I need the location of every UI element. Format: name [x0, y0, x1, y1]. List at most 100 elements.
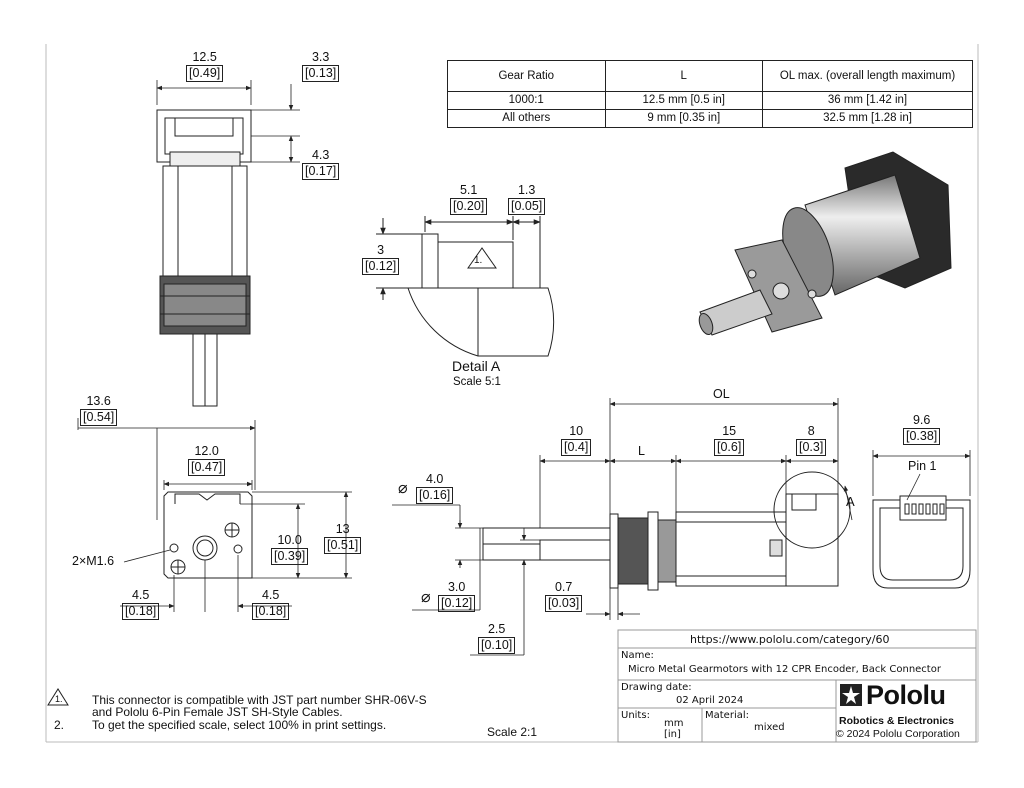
dim-value-in: [0.05]: [508, 198, 546, 215]
dim-value-in: [0.16]: [416, 487, 454, 504]
table-cell: 12.5 mm [0.5 in]: [604, 91, 763, 110]
title-name: Micro Metal Gearmotors with 12 CPR Encod…: [628, 664, 941, 675]
diameter-symbol: ⌀: [398, 480, 408, 497]
dim-value-in: [0.12]: [362, 258, 400, 275]
dim-value-mm: 13.6: [86, 394, 111, 408]
title-material: mixed: [754, 722, 785, 733]
table-header-cell: L: [604, 60, 763, 92]
dim-body-length: 15 [0.6]: [714, 424, 745, 456]
brand-copyright: © 2024 Pololu Corporation: [836, 728, 960, 740]
dim-value-in: [0.17]: [302, 163, 340, 180]
dim-value-in: [0.10]: [478, 637, 516, 654]
table-cell: 36 mm [1.42 in]: [762, 91, 973, 110]
dim-detail-height: 3 [0.12]: [362, 243, 400, 275]
dim-value-mm: 10.0: [277, 533, 302, 547]
title-units-label: Units:: [621, 710, 650, 721]
dim-shaft-diameter: 4.0 [0.16]: [416, 472, 454, 504]
dim-value-mm: 0.7: [554, 580, 573, 594]
dim-value-mm: 4.5: [131, 588, 150, 602]
dim-value-mm: 3: [377, 243, 385, 257]
title-block-frame: [617, 629, 977, 743]
table-row: 1000:1 12.5 mm [0.5 in] 36 mm [1.42 in]: [447, 91, 973, 110]
dim-value-in: [0.47]: [188, 459, 226, 476]
brand-tagline: Robotics & Electronics: [839, 715, 954, 727]
side-view-dims: [392, 398, 853, 656]
dim-value-mm: 3.0: [447, 580, 466, 594]
table-cell: 32.5 mm [1.28 in]: [762, 109, 973, 128]
note-1-symbol: [47, 688, 69, 706]
dim-value-in: [0.39]: [271, 548, 309, 565]
title-material-label: Material:: [705, 710, 749, 721]
dim-value-in: [0.6]: [714, 439, 745, 456]
detail-a-title: Detail A: [452, 358, 501, 374]
dim-back-width: 9.6 [0.38]: [903, 413, 941, 445]
table-cell: 9 mm [0.35 in]: [604, 109, 763, 128]
diameter-symbol: ⌀: [421, 589, 431, 606]
dim-detail-thickness: 1.3 [0.05]: [508, 183, 546, 215]
top-view-dims: [156, 80, 300, 163]
dim-front-right: 4.5 [0.18]: [252, 588, 290, 620]
front-view-drawing: [163, 491, 253, 579]
table-cell: 1000:1: [447, 91, 606, 110]
dim-value-mm: 4.3: [311, 148, 330, 162]
dim-value-in: [0.51]: [324, 537, 362, 554]
dim-top-connector: 4.3 [0.17]: [302, 148, 340, 180]
title-date: 02 April 2024: [676, 695, 744, 706]
dim-value-mm: 12.0: [194, 444, 219, 458]
brand-name: Pololu: [866, 680, 946, 710]
dim-value-in: [0.12]: [438, 595, 476, 612]
table-header-cell: Gear Ratio: [447, 60, 606, 92]
dim-value-in: [0.54]: [80, 409, 118, 426]
dim-value-in: [0.13]: [302, 65, 340, 82]
note-ref-marker: 1.: [474, 255, 483, 266]
detail-a-drawing: [376, 216, 555, 357]
dim-value-in: [0.03]: [545, 595, 583, 612]
table-row: All others 9 mm [0.35 in] 32.5 mm [1.28 …: [447, 109, 973, 128]
dim-value-mm: 9.6: [912, 413, 931, 427]
dim-value-in: [0.4]: [561, 439, 592, 456]
dim-encoder-length: 8 [0.3]: [796, 424, 827, 456]
dim-front-left: 4.5 [0.18]: [122, 588, 160, 620]
note-1-text: This connector is compatible with JST pa…: [92, 693, 427, 719]
title-units-mm: mm: [664, 718, 684, 729]
title-url: https://www.pololu.com/category/60: [690, 633, 890, 646]
dim-front-overall: 13.6 [0.54]: [80, 394, 118, 426]
dim-flat-diameter: 3.0 [0.12]: [438, 580, 476, 612]
dim-front-height: 13 [0.51]: [324, 522, 362, 554]
dim-value-in: [0.18]: [122, 603, 160, 620]
note-1-number: 1.: [55, 694, 63, 704]
table-header-row: Gear Ratio L OL max. (overall length max…: [447, 60, 973, 92]
dim-value-in: [0.20]: [450, 198, 488, 215]
dim-value-mm: 3.3: [311, 50, 330, 64]
dim-value-mm: 5.1: [459, 183, 478, 197]
title-name-label: Name:: [621, 650, 654, 661]
dim-value-in: [0.3]: [796, 439, 827, 456]
side-view-drawing: [482, 471, 851, 591]
dim-front-inner: 10.0 [0.39]: [271, 533, 309, 565]
table-header-cell: OL max. (overall length maximum): [762, 60, 973, 92]
title-units-in: [in]: [664, 729, 681, 740]
dim-value-mm: 13: [335, 522, 350, 536]
dim-value-mm: 10: [569, 424, 584, 438]
dim-gearbox-length: L: [638, 444, 645, 458]
front-view-dims: [77, 418, 352, 612]
main-scale: Scale 2:1: [487, 725, 538, 739]
dim-value-mm: 2.5: [487, 622, 506, 636]
table-cell: All others: [447, 109, 606, 128]
dim-value-mm: 12.5: [192, 50, 217, 64]
title-date-label: Drawing date:: [621, 682, 692, 693]
dim-plate-gap: 0.7 [0.03]: [545, 580, 583, 612]
dim-overall-length: OL: [713, 387, 730, 401]
dim-top-offset: 3.3 [0.13]: [302, 50, 340, 82]
connector-pins: [904, 503, 945, 515]
screw-callout: 2×M1.6: [72, 554, 115, 568]
back-view-drawing: [872, 450, 971, 589]
dim-value-in: [0.38]: [903, 428, 941, 445]
dim-value-mm: 8: [807, 424, 815, 438]
dim-top-width: 12.5 [0.49]: [186, 50, 224, 82]
dim-value-in: [0.18]: [252, 603, 290, 620]
dim-shaft-length: 10 [0.4]: [561, 424, 592, 456]
note-2-number: 2.: [54, 718, 65, 732]
pin-1-label: Pin 1: [908, 459, 937, 473]
